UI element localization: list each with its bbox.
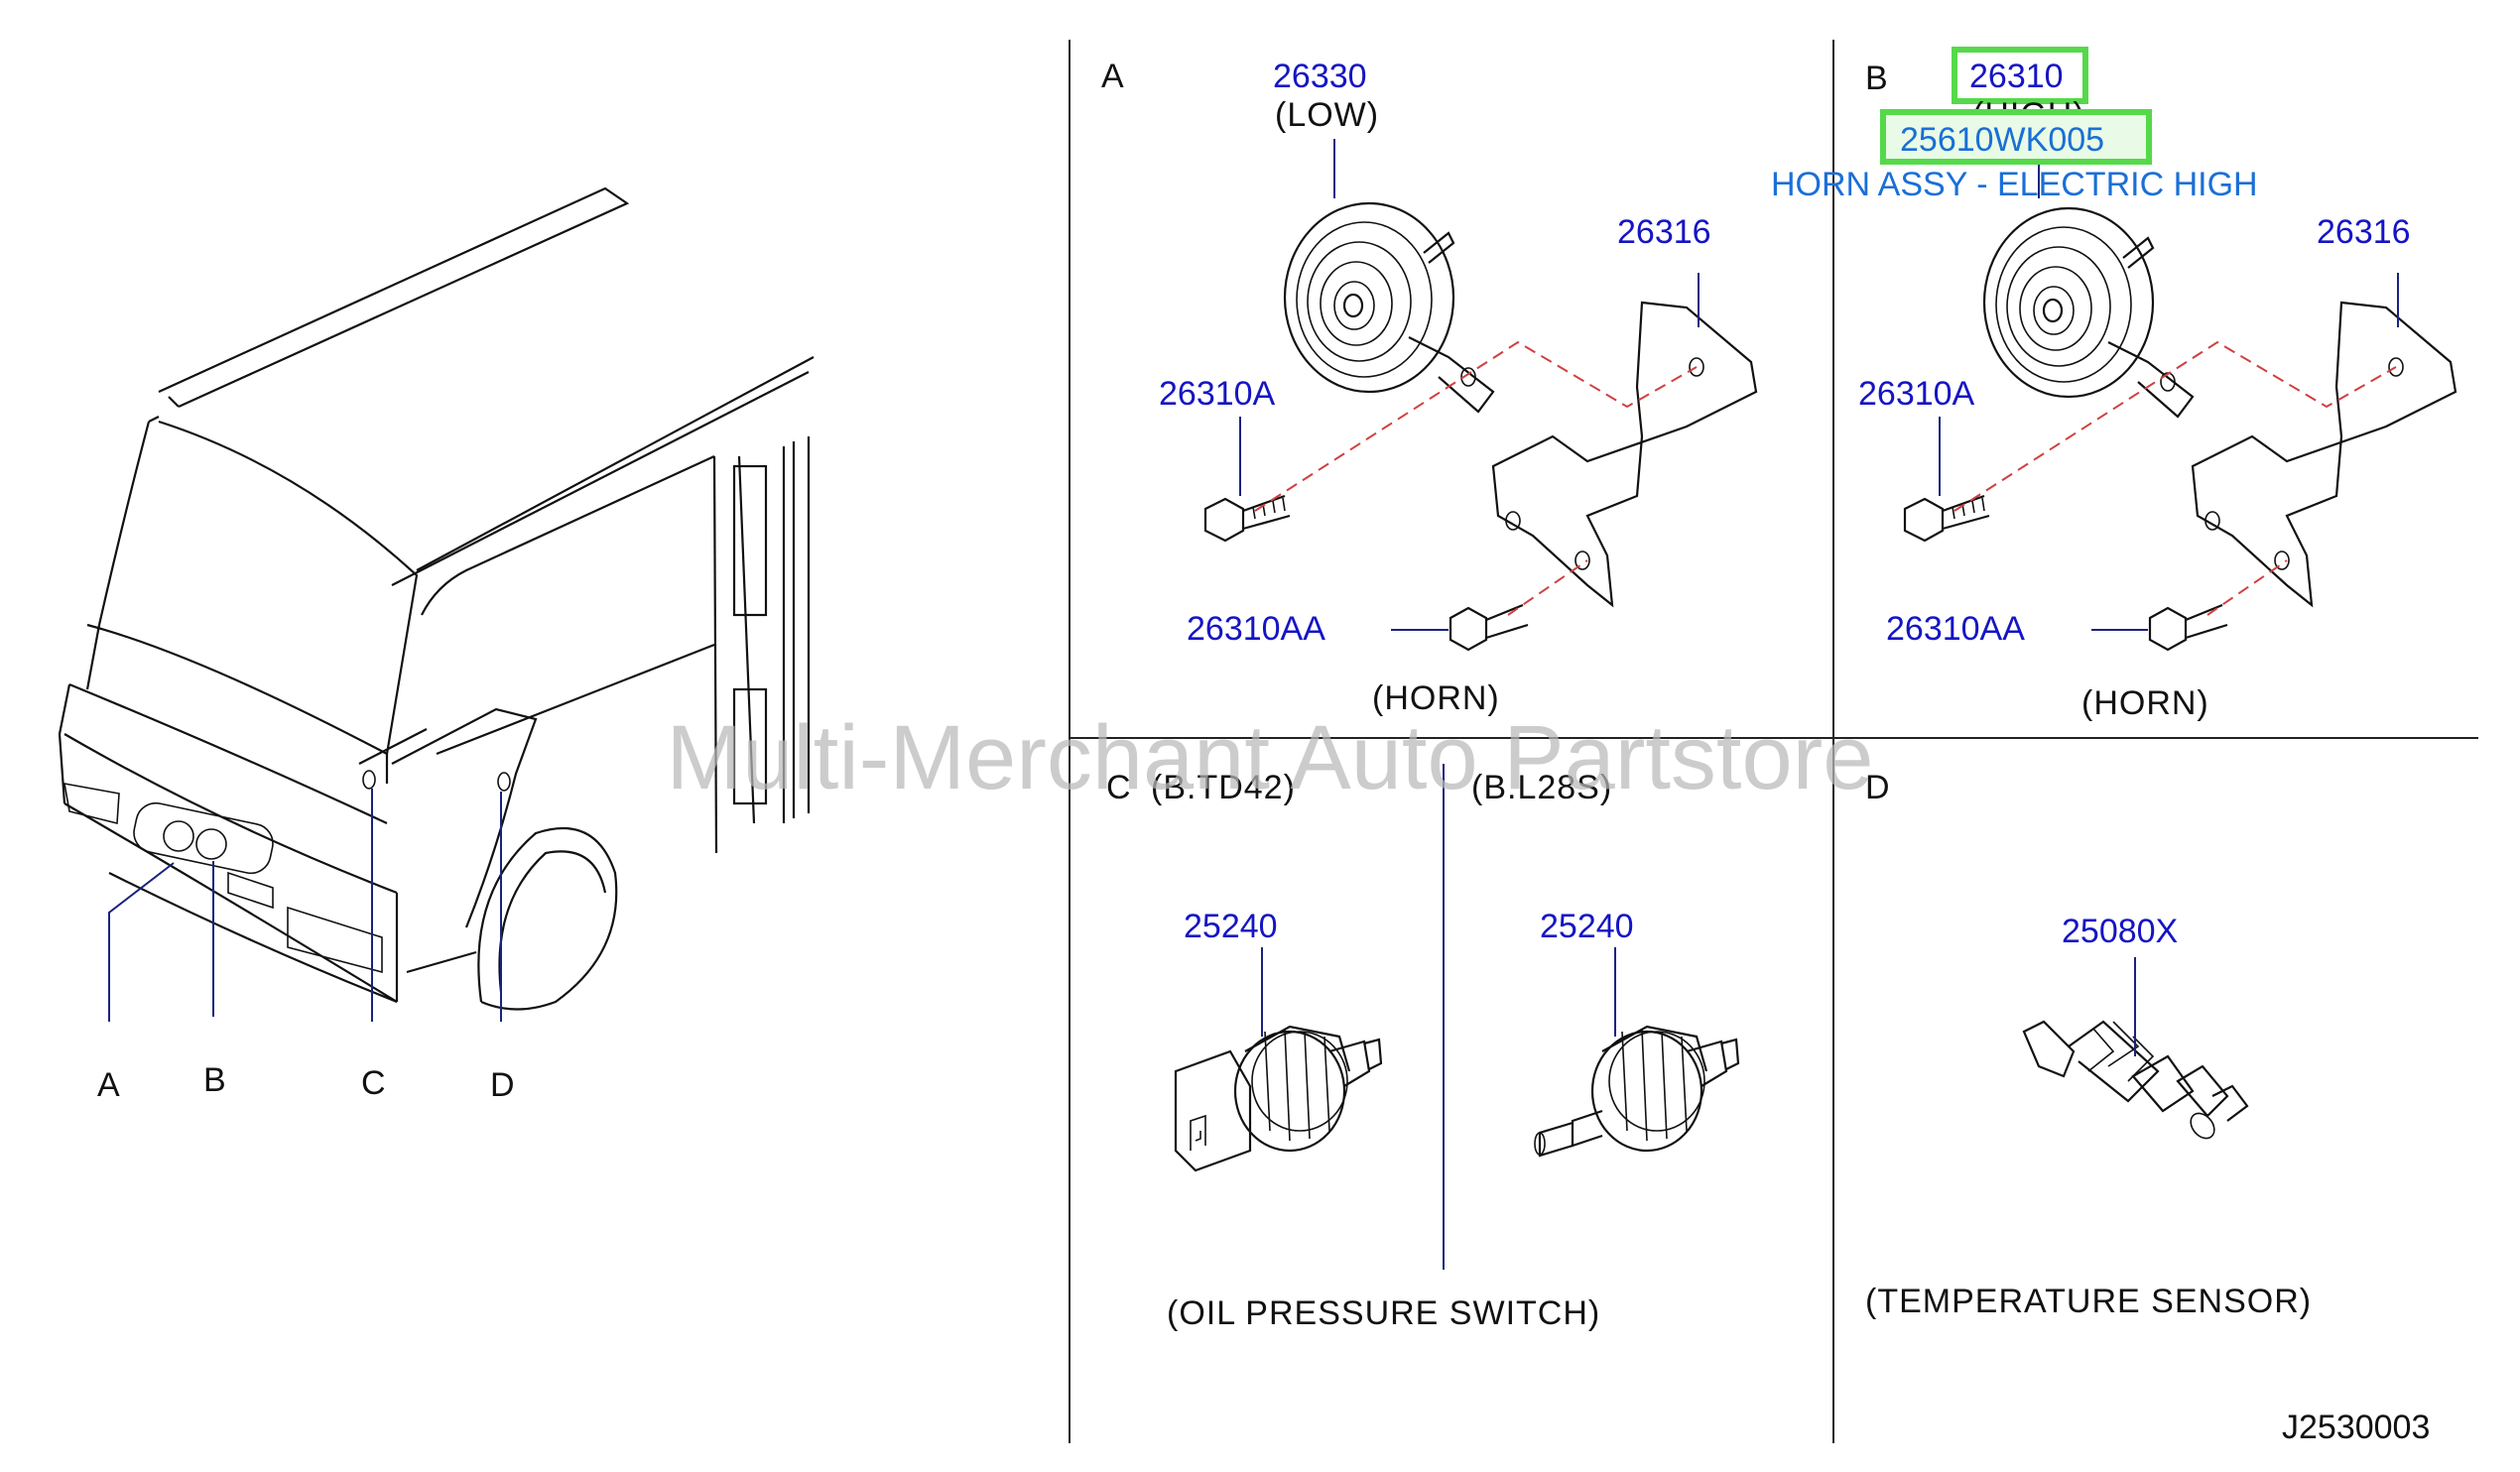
section-d-caption: (TEMPERATURE SENSOR) [1865, 1283, 2312, 1320]
watermark: Multi-Merchant Auto Partstore [667, 707, 1874, 808]
section-b-bolt2-part: 26310AA [1886, 610, 2025, 648]
section-c-drawing [1174, 947, 1740, 1172]
section-c-switch-part-2: 25240 [1540, 908, 1634, 945]
section-d-letter: D [1865, 769, 1891, 806]
section-a-bracket-part: 26316 [1617, 213, 1711, 251]
section-c-variant-2: (B.L28S) [1471, 769, 1612, 806]
vehicle-callout-d: D [490, 1066, 516, 1104]
section-a-letter: A [1101, 58, 1125, 95]
section-c-letter: C [1106, 769, 1132, 806]
section-a-caption: (HORN) [1372, 679, 1500, 717]
section-d-drawing [2022, 957, 2249, 1140]
section-b-oem-part[interactable]: 25610WK005 [1900, 121, 2104, 159]
section-b-caption: (HORN) [2081, 684, 2209, 722]
section-a-horn-type: (LOW) [1275, 96, 1379, 134]
section-a-bolt-part: 26310A [1159, 375, 1276, 413]
section-c-variant-1: (B.TD42) [1151, 769, 1296, 806]
section-a-bolt2-part: 26310AA [1187, 610, 1325, 648]
section-a-drawing [1203, 139, 1758, 652]
vehicle-callout-a: A [97, 1066, 121, 1104]
section-b-bracket-part: 26316 [2317, 213, 2411, 251]
section-c-caption: (OIL PRESSURE SWITCH) [1167, 1294, 1600, 1332]
vehicle-illustration [58, 186, 815, 1022]
section-b-letter: B [1865, 60, 1889, 97]
section-b-bolt-part: 26310A [1858, 375, 1975, 413]
highlight-box-horn-part [1952, 47, 2088, 104]
section-b-description: HORN ASSY - ELECTRIC HIGH [1771, 166, 2258, 203]
section-c-switch-part-1: 25240 [1184, 908, 1278, 945]
vehicle-callout-c: C [361, 1064, 387, 1102]
diagram-code: J2530003 [2282, 1409, 2430, 1446]
section-grid [1069, 40, 2478, 1443]
section-b-drawing [1903, 159, 2457, 652]
section-b-horn-part[interactable]: 26310 [1969, 58, 2064, 95]
section-d-sensor-part: 25080X [2062, 913, 2178, 950]
vehicle-callout-b: B [203, 1061, 227, 1099]
highlight-box-oem-part [1880, 109, 2152, 165]
highlight-fill-oem-part [1883, 112, 2149, 162]
section-a-horn-part: 26330 [1273, 58, 1367, 95]
